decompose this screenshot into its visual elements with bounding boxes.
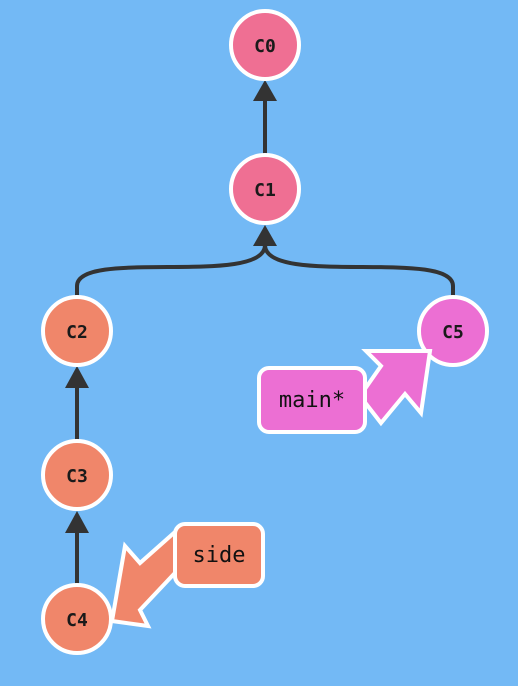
commit-c0-label: C0 [254, 36, 276, 57]
commit-c5-label: C5 [442, 322, 464, 343]
branch-side[interactable]: side [109, 522, 265, 629]
commit-c1-circle [229, 153, 301, 225]
arrowhead-c2-icon [65, 366, 89, 388]
edge-c2-c1 [75, 244, 267, 297]
commit-c2-circle [41, 295, 113, 367]
commit-c5-circle [417, 295, 489, 367]
edge-c5-c1 [263, 244, 455, 297]
commit-c5[interactable]: C5 [417, 295, 489, 367]
branch-main[interactable]: main* [257, 349, 433, 434]
commit-c1-label: C1 [254, 180, 276, 201]
commit-c2[interactable]: C2 [41, 295, 113, 367]
commit-c0-circle [229, 9, 301, 81]
commit-c3-circle [41, 439, 113, 511]
branch-main-tag [257, 366, 367, 434]
branch-main-label: main* [279, 388, 345, 413]
commit-c4[interactable]: C4 [41, 583, 113, 655]
commit-c3[interactable]: C3 [41, 439, 113, 511]
arrowhead-c0-icon [253, 80, 277, 101]
commit-c0[interactable]: C0 [229, 9, 301, 81]
edges-layer [65, 80, 455, 585]
branch-side-arrow-icon [109, 528, 193, 629]
branch-side-label: side [193, 543, 246, 568]
branch-main-arrow-icon [357, 349, 433, 427]
commit-c3-label: C3 [66, 466, 88, 487]
arrowhead-c3-icon [65, 511, 89, 533]
commit-c1[interactable]: C1 [229, 153, 301, 225]
branch-side-tag [173, 522, 265, 588]
commit-c4-label: C4 [66, 610, 88, 631]
commit-c2-label: C2 [66, 322, 88, 343]
arrowhead-c1-icon [253, 225, 277, 246]
